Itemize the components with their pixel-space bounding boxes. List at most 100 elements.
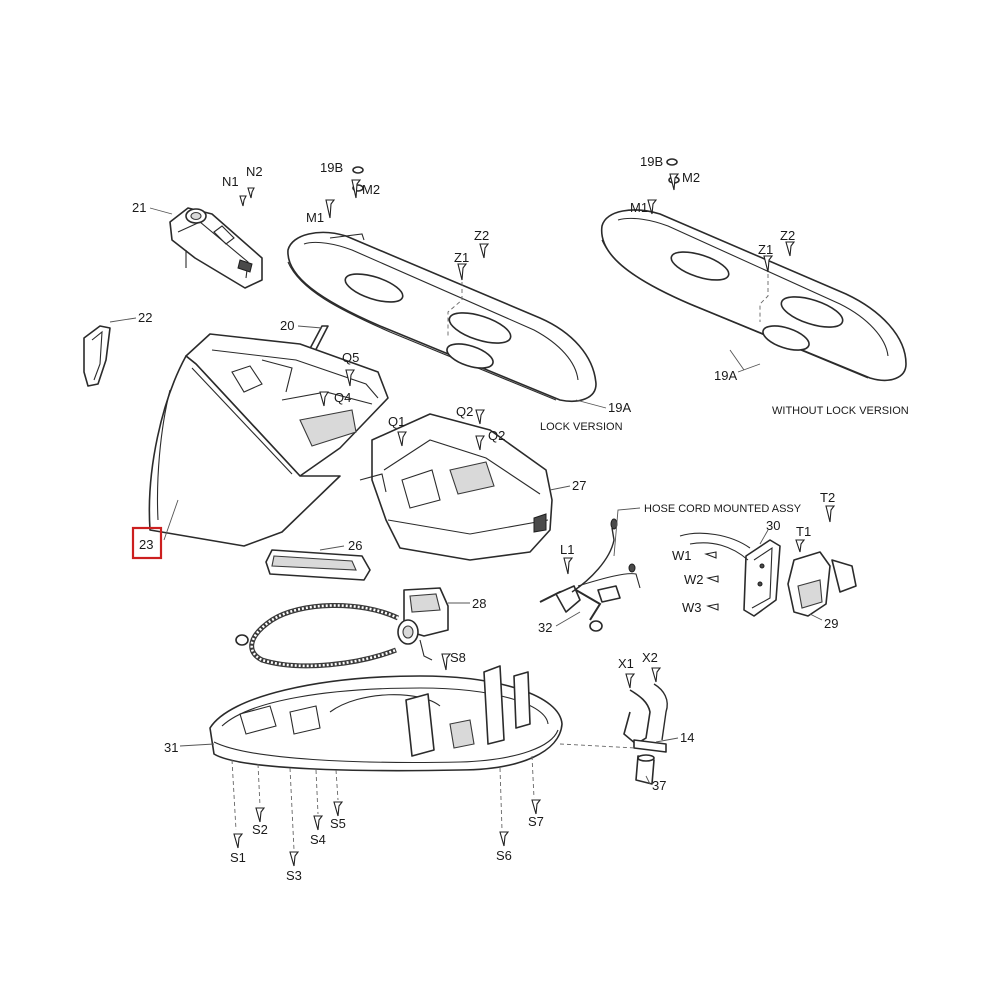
label-s7: S7 [528, 814, 544, 829]
label-s2: S2 [252, 822, 268, 837]
screw-w2 [706, 575, 719, 583]
label-x1: X1 [618, 656, 634, 671]
caption-lock-version: LOCK VERSION [540, 421, 623, 433]
screw-s8 [441, 653, 452, 671]
caption-hose-cord-mounted-assy: HOSE CORD MOUNTED ASSY [644, 503, 802, 515]
label-n1: N1 [222, 174, 239, 189]
guide-z1-lock [447, 282, 463, 336]
label-s6: S6 [496, 848, 512, 863]
screw-t2 [825, 505, 836, 523]
part-19a-nolock [600, 209, 907, 382]
screw-m1-nolock [647, 199, 658, 215]
screw-z2-nolock [785, 241, 796, 257]
part-28 [397, 587, 449, 661]
screw-m2-lock [351, 179, 362, 199]
label-m2-nolock: M2 [682, 170, 700, 185]
label-z2-lock: Z2 [474, 228, 489, 243]
label-q1: Q1 [388, 414, 405, 429]
highlight-box-23: 23 [131, 526, 163, 560]
label-n2: N2 [246, 164, 263, 179]
labels: 21 22 20 26 27 28 29 30 31 32 14 37 19A … [132, 154, 838, 883]
screw-s2 [255, 807, 266, 823]
part-27 [359, 413, 553, 561]
label-m1-nolock: M1 [630, 200, 648, 215]
part-29 [787, 551, 857, 617]
label-m1-lock: M1 [306, 210, 324, 225]
label-s5: S5 [330, 816, 346, 831]
part-23-cover [148, 355, 341, 547]
screw-x1 [625, 673, 636, 689]
screw-q5 [345, 369, 355, 387]
label-26: 26 [348, 538, 362, 553]
label-19b-nolock: 19B [640, 154, 663, 169]
label-t1: T1 [796, 524, 811, 539]
part-26 [265, 549, 371, 581]
label-w1: W1 [672, 548, 692, 563]
label-q2-side: Q2 [488, 428, 505, 443]
label-w2: W2 [684, 572, 704, 587]
screw-s5 [333, 801, 344, 817]
label-z2-nolock: Z2 [780, 228, 795, 243]
screw-s1 [233, 833, 244, 849]
screw-n1 [239, 195, 247, 207]
housing-frame [185, 333, 389, 477]
part-30 [679, 532, 781, 617]
label-z1-nolock: Z1 [758, 242, 773, 257]
label-l1: L1 [560, 542, 574, 557]
caption-without-lock-version: WITHOUT LOCK VERSION [772, 405, 909, 417]
label-30: 30 [766, 518, 780, 533]
label-s4: S4 [310, 832, 326, 847]
label-22: 22 [138, 310, 152, 325]
part-37 [635, 754, 655, 785]
label-q4: Q4 [334, 390, 351, 405]
label-z1-lock: Z1 [454, 250, 469, 265]
screw-m2-nolock [669, 173, 680, 191]
label-14: 14 [680, 730, 694, 745]
label-31: 31 [164, 740, 178, 755]
label-w3: W3 [682, 600, 702, 615]
label-m2-lock: M2 [362, 182, 380, 197]
part-19a-lock [287, 231, 597, 402]
screw-t1 [795, 539, 806, 553]
guide-14-to-base [559, 743, 637, 749]
guide-z1-nolock [759, 274, 769, 322]
label-s3: S3 [286, 868, 302, 883]
screw-n2 [247, 187, 255, 199]
label-29: 29 [824, 616, 838, 631]
screw-w3 [706, 603, 719, 611]
screw-z1-nolock [763, 255, 774, 273]
screw-z1-lock [457, 263, 468, 281]
part-14 [623, 683, 668, 753]
screw-s7 [531, 799, 542, 815]
label-23: 23 [139, 537, 153, 552]
screw-q4 [319, 391, 329, 407]
screw-guides [231, 755, 535, 851]
screw-q2-top [475, 409, 485, 425]
label-27: 27 [572, 478, 586, 493]
label-28: 28 [472, 596, 486, 611]
screw-q2-side [475, 435, 485, 451]
leader-lines [109, 207, 823, 785]
screw-q1 [397, 431, 407, 447]
part-31-base [209, 665, 563, 772]
part-32-hose-cord-assy [539, 518, 641, 632]
label-21: 21 [132, 200, 146, 215]
part-22 [83, 325, 111, 387]
label-19b-lock: 19B [320, 160, 343, 175]
label-19a-lock: 19A [608, 400, 631, 415]
screw-x2 [651, 667, 662, 683]
hose [235, 603, 400, 669]
label-19a-nolock: 19A [714, 368, 737, 383]
label-t2: T2 [820, 490, 835, 505]
screw-s6 [499, 831, 510, 847]
label-37: 37 [652, 778, 666, 793]
label-s1: S1 [230, 850, 246, 865]
label-q2-top: Q2 [456, 404, 473, 419]
screw-m1-lock [325, 199, 336, 219]
label-s8: S8 [450, 650, 466, 665]
label-32: 32 [538, 620, 552, 635]
label-20: 20 [280, 318, 294, 333]
screw-w1 [704, 551, 717, 559]
part-21 [169, 207, 263, 289]
